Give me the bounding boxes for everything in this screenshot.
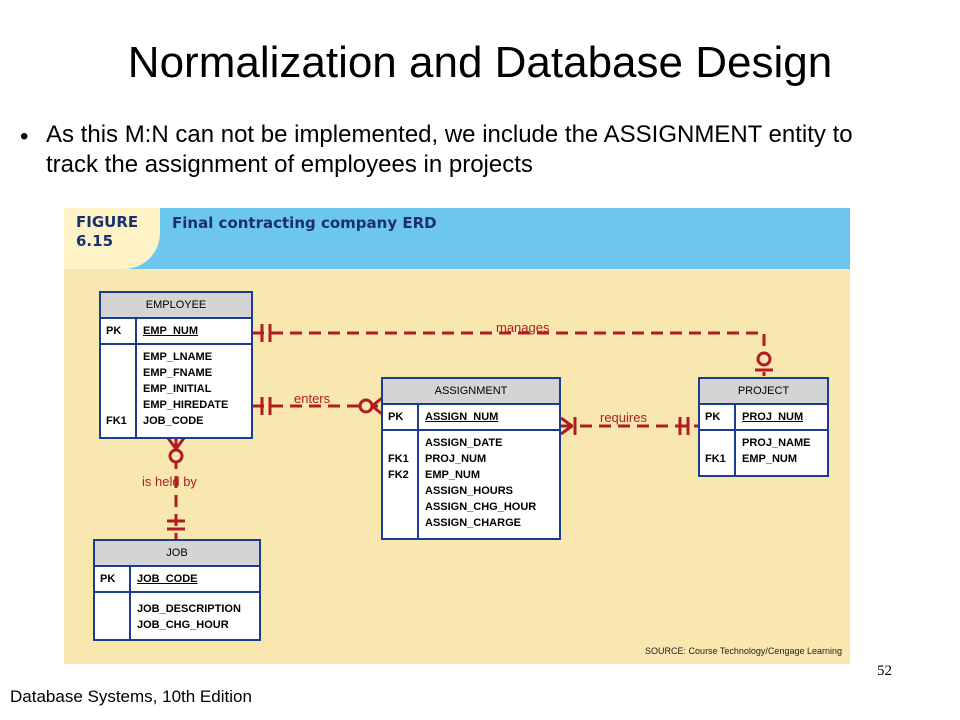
employee-attribute: EMP_HIREDATE bbox=[143, 399, 229, 411]
job-pk-row: PK JOB_CODE bbox=[95, 567, 259, 593]
employee-pk-marker: PK bbox=[101, 319, 137, 343]
job-attribute: JOB_DESCRIPTION bbox=[137, 603, 241, 615]
employee-pk-row: PK EMP_NUM bbox=[101, 319, 251, 345]
manages-circle bbox=[756, 351, 772, 367]
manages-label: manages bbox=[496, 320, 550, 335]
enters-crow-2 bbox=[371, 404, 383, 416]
erd-figure: FIGURE 6.15 Final contracting company ER… bbox=[64, 208, 850, 664]
job-entity-name: JOB bbox=[95, 541, 259, 567]
figure-title: Final contracting company ERD bbox=[172, 214, 437, 232]
assignment-pk-attribute: ASSIGN_NUM bbox=[425, 411, 499, 423]
figure-number: FIGURE 6.15 bbox=[76, 213, 139, 250]
job-key bbox=[100, 597, 129, 613]
employee-key bbox=[106, 381, 135, 397]
figure-header: FIGURE 6.15 Final contracting company ER… bbox=[64, 208, 850, 269]
requires-crow-1 bbox=[560, 416, 573, 428]
slide-title: Normalization and Database Design bbox=[127, 38, 833, 87]
manages-line bbox=[252, 331, 766, 376]
assignment-key bbox=[388, 435, 417, 451]
enters-label: enters bbox=[294, 391, 331, 406]
entity-job: JOB PK JOB_CODE JOB_DESCRIPTION JOB_CHG_… bbox=[93, 539, 261, 641]
employee-attribute: EMP_INITIAL bbox=[143, 383, 212, 395]
job-pk-marker: PK bbox=[95, 567, 131, 591]
project-entity-name: PROJECT bbox=[700, 379, 827, 405]
assignment-attribute: PROJ_NUM bbox=[425, 453, 487, 465]
employee-key bbox=[106, 397, 135, 413]
employee-key: FK1 bbox=[106, 415, 127, 427]
requires-label: requires bbox=[600, 410, 647, 425]
project-attribute: EMP_NUM bbox=[742, 453, 798, 465]
figure-number-tab: FIGURE 6.15 bbox=[64, 208, 160, 269]
page-number: 52 bbox=[877, 663, 892, 679]
employee-attributes: FK1 EMP_LNAME EMP_FNAME EMP_INITIAL EMP_… bbox=[101, 345, 251, 439]
project-pk-row: PK PROJ_NUM bbox=[700, 405, 827, 431]
project-attributes: FK1 PROJ_NAME EMP_NUM bbox=[700, 431, 827, 477]
assignment-pk-marker: PK bbox=[383, 405, 419, 429]
is-held-by-crow-2 bbox=[174, 437, 186, 450]
entity-project: PROJECT PK PROJ_NUM FK1 PROJ_NAME EMP_NU… bbox=[698, 377, 829, 477]
employee-key bbox=[106, 365, 135, 381]
job-key bbox=[100, 613, 129, 629]
project-attribute-column: PROJ_NAME EMP_NUM bbox=[736, 431, 810, 477]
employee-key-column: FK1 bbox=[101, 345, 137, 439]
assignment-key: FK2 bbox=[388, 469, 409, 481]
assignment-pk-row: PK ASSIGN_NUM bbox=[383, 405, 559, 431]
job-attribute-column: JOB_DESCRIPTION JOB_CHG_HOUR bbox=[131, 593, 241, 641]
is-held-by-label: is held by bbox=[142, 474, 197, 489]
job-key-column bbox=[95, 593, 131, 641]
project-attribute: PROJ_NAME bbox=[742, 437, 811, 449]
assignment-attribute: ASSIGN_CHARGE bbox=[425, 517, 521, 529]
assignment-entity-name: ASSIGNMENT bbox=[383, 379, 559, 405]
project-pk-attribute: PROJ_NUM bbox=[742, 411, 804, 423]
relationship-lines: manages enters requires is held by bbox=[142, 320, 773, 539]
employee-attribute-column: EMP_LNAME EMP_FNAME EMP_INITIAL EMP_HIRE… bbox=[137, 345, 228, 439]
job-attributes: JOB_DESCRIPTION JOB_CHG_HOUR bbox=[95, 593, 259, 641]
assignment-attributes: FK1 FK2 ASSIGN_DATE PROJ_NUM EMP_NUM ASS… bbox=[383, 431, 559, 540]
job-pk-attribute: JOB_CODE bbox=[137, 573, 198, 585]
figure-source: SOURCE: Course Technology/Cengage Learni… bbox=[645, 646, 842, 656]
enters-crow-1 bbox=[371, 396, 383, 408]
employee-attribute: JOB_CODE bbox=[143, 415, 204, 427]
job-attribute: JOB_CHG_HOUR bbox=[137, 619, 229, 631]
assignment-attribute: EMP_NUM bbox=[425, 469, 481, 481]
is-held-by-crow-1 bbox=[166, 437, 178, 450]
employee-attribute: EMP_LNAME bbox=[143, 351, 213, 363]
assignment-attribute: ASSIGN_CHG_HOUR bbox=[425, 501, 537, 513]
project-pk-marker: PK bbox=[700, 405, 736, 429]
project-key-column: FK1 bbox=[700, 431, 736, 477]
employee-key bbox=[106, 349, 135, 365]
assignment-attribute-column: ASSIGN_DATE PROJ_NUM EMP_NUM ASSIGN_HOUR… bbox=[419, 431, 536, 540]
assignment-key: FK1 bbox=[388, 453, 409, 465]
bullet-text: As this M:N can not be implemented, we i… bbox=[46, 121, 853, 178]
project-key: FK1 bbox=[705, 453, 726, 465]
employee-entity-name: EMPLOYEE bbox=[101, 293, 251, 319]
bullet-marker: • bbox=[20, 123, 29, 150]
assignment-key-column: FK1 FK2 bbox=[383, 431, 419, 540]
entity-assignment: ASSIGNMENT PK ASSIGN_NUM FK1 FK2 ASSIGN_… bbox=[381, 377, 561, 540]
footer-text: Database Systems, 10th Edition bbox=[10, 687, 252, 706]
employee-pk-attribute: EMP_NUM bbox=[143, 325, 199, 337]
entity-employee: EMPLOYEE PK EMP_NUM FK1 EMP_LNAME EMP_FN… bbox=[99, 291, 253, 439]
project-key bbox=[705, 435, 734, 451]
requires-crow-2 bbox=[560, 424, 573, 436]
enters-circle bbox=[358, 398, 374, 414]
employee-attribute: EMP_FNAME bbox=[143, 367, 213, 379]
assignment-attribute: ASSIGN_DATE bbox=[425, 437, 503, 449]
is-held-by-circle bbox=[168, 448, 184, 464]
assignment-attribute: ASSIGN_HOURS bbox=[425, 485, 514, 497]
assignment-key bbox=[388, 483, 417, 499]
assignment-key bbox=[388, 499, 417, 515]
assignment-key bbox=[388, 515, 417, 531]
